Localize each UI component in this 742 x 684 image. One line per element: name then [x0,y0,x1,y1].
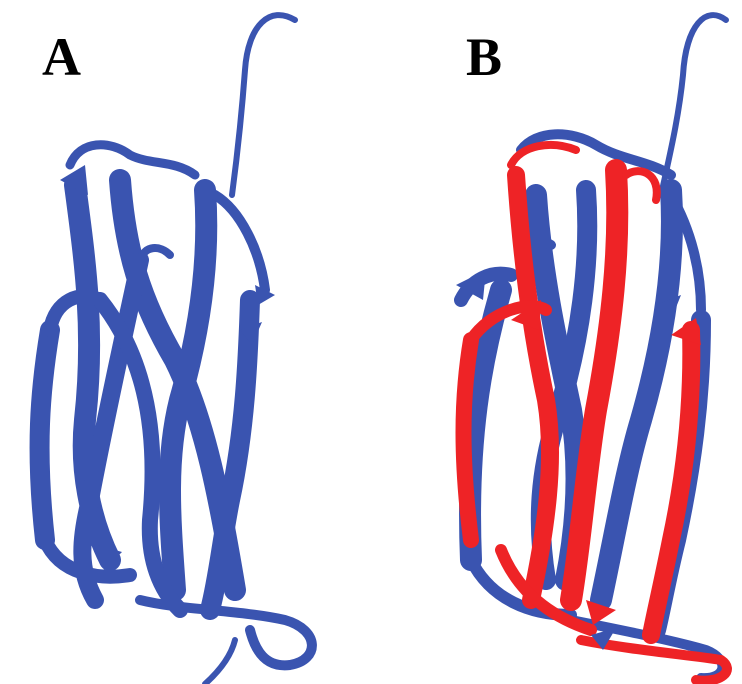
panel-a: A [0,0,371,684]
protein-ribbon-overlay [371,0,742,684]
panel-b: B [371,0,742,684]
protein-ribbon-blue [0,0,371,684]
